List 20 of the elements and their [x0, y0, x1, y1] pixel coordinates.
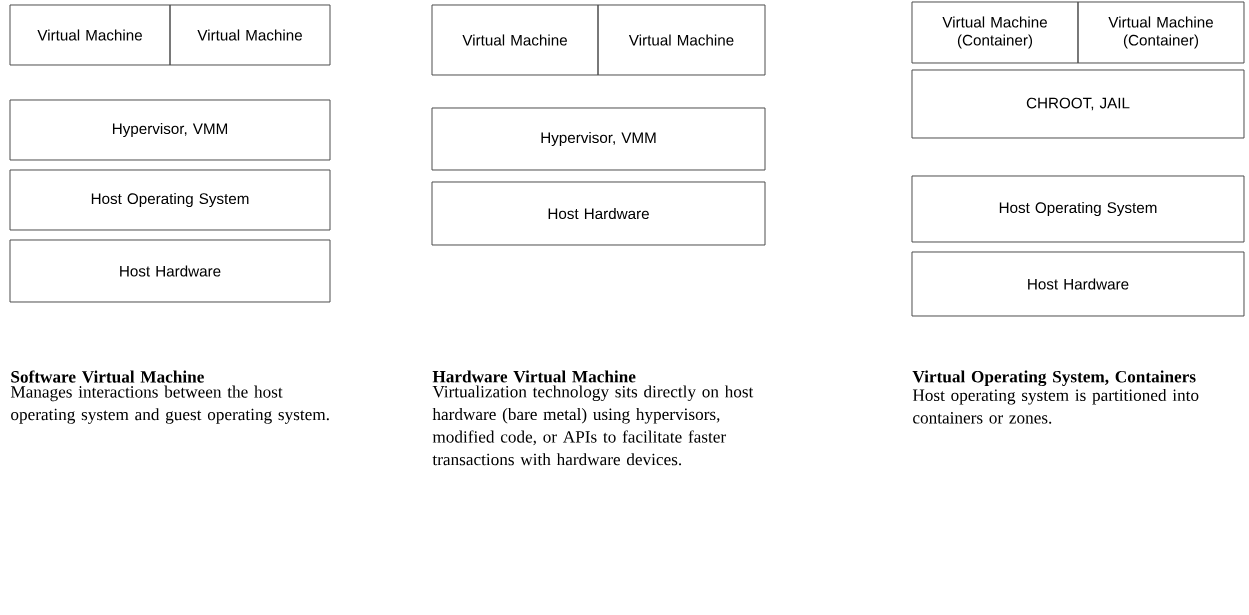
- layer-box: Virtual Machine: [431, 4, 599, 76]
- layer-box: CHROOT, JAIL: [911, 69, 1245, 139]
- caption-text: Manages interactions between the host operating system and guest operating system.: [10, 385, 329, 424]
- layer-box: Virtual Machine: [9, 4, 171, 66]
- caption-title: Virtual Operating System, Containers: [912, 370, 1196, 387]
- caption-text: Host operating system is partitioned into containers or zones.: [912, 388, 1199, 424]
- caption-title: Software Virtual Machine: [11, 370, 204, 383]
- layer-box: Host Hardware: [911, 251, 1245, 317]
- layer-box: Virtual Machine (Container): [911, 1, 1079, 64]
- layer-box: Hypervisor, VMM: [9, 99, 331, 161]
- layer-box: Host Hardware: [9, 239, 331, 303]
- caption-text: Virtualization technology sits directly on host hardware (bare metal) using hypervisors, modified code, or APIs to facilitate faster transactions with hardware devices.: [432, 385, 754, 466]
- layer-box: Host Operating System: [9, 169, 331, 231]
- layer-box: Virtual Machine (Container): [1077, 1, 1245, 64]
- layer-box: Hypervisor, VMM: [431, 107, 766, 171]
- layer-box: Host Operating System: [911, 175, 1245, 243]
- caption-title: Hardware Virtual Machine: [432, 370, 636, 383]
- layer-box: Virtual Machine: [597, 4, 766, 76]
- layer-box: Host Hardware: [431, 181, 766, 246]
- layer-box: Virtual Machine: [169, 4, 331, 66]
